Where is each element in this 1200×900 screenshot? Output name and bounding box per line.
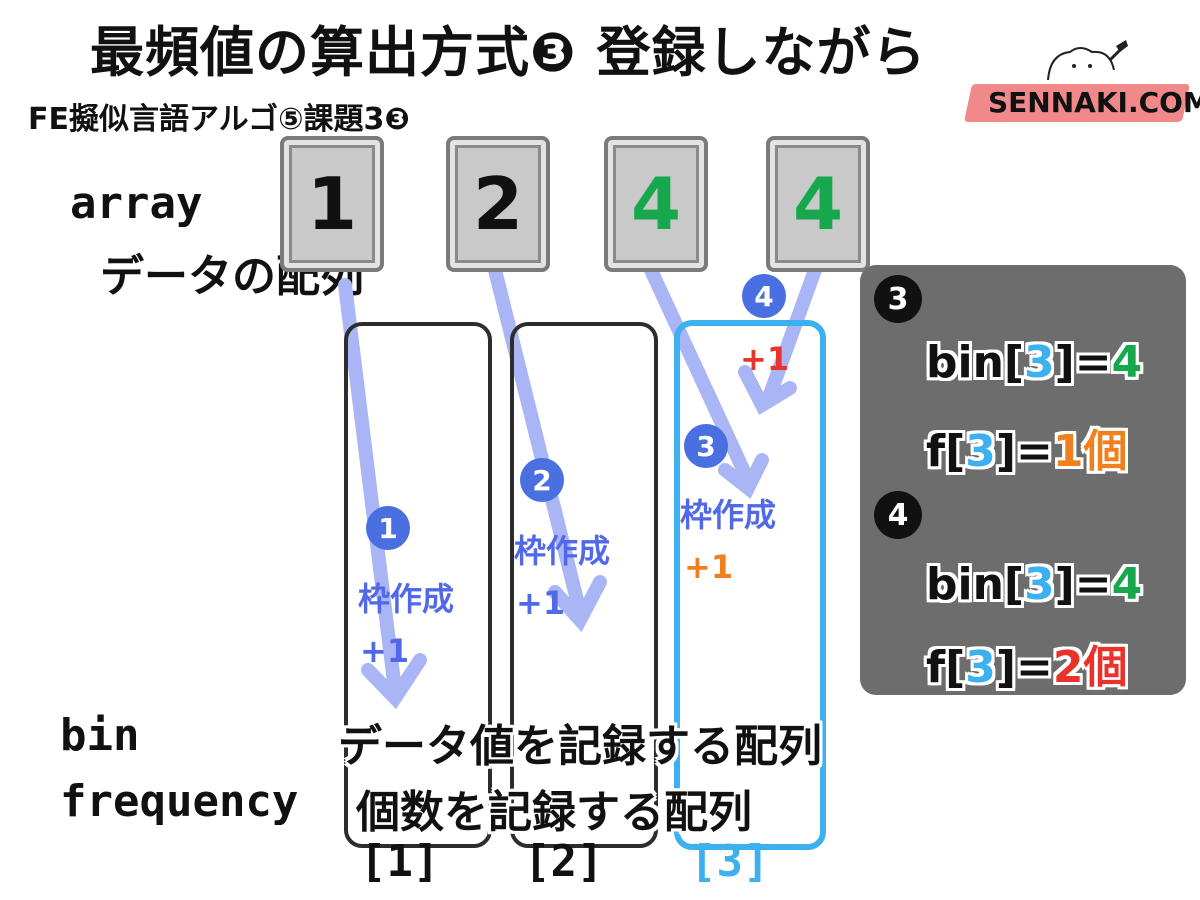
arrow-3 <box>643 261 755 487</box>
bin-box-2 <box>510 322 658 848</box>
step-3-make: 枠作成 <box>680 496 777 534</box>
step-4-plus: +1 <box>740 340 790 378</box>
frequency-description: 個数を記録する配列 <box>356 787 752 838</box>
step-4-badge: 4 <box>742 274 786 318</box>
step-2-make: 枠作成 <box>514 532 611 570</box>
bin-description: データ値を記録する配列 <box>338 721 822 772</box>
arrow-1 <box>338 278 402 697</box>
card-3-value: 4 <box>630 162 682 246</box>
panel-step-4-badge: 4 <box>874 491 922 539</box>
panel-step-3-bin: bin[3]=4 <box>926 337 1143 388</box>
arrow-3-head <box>718 453 769 499</box>
arrow-4-head <box>738 365 797 415</box>
card-4: 4 <box>766 136 870 272</box>
step-3-badge: 3 <box>684 424 728 468</box>
arrow-4 <box>761 263 822 407</box>
arrow-2 <box>488 263 587 619</box>
card-1: 1 <box>280 136 384 272</box>
step-1-badge: 1 <box>366 506 410 550</box>
step-1-plus: +1 <box>360 632 410 670</box>
bin-label: bin <box>60 710 140 761</box>
step-1-make: 枠作成 <box>358 580 455 618</box>
mascot-icon <box>1047 40 1128 81</box>
step-3-plus: +1 <box>684 548 734 586</box>
panel-step-3-badge: 3 <box>874 275 922 323</box>
card-2: 2 <box>446 136 550 272</box>
panel-step-4-bin: bin[3]=4 <box>926 559 1143 610</box>
card-2-value: 2 <box>472 162 524 246</box>
result-panel: 3 bin[3]=4 f[3]=1個 4 bin[3]=4 f[3]=2個 <box>860 265 1186 695</box>
bin-box-1 <box>344 322 492 848</box>
logo-text: SENNAKI.COM <box>988 86 1200 119</box>
page-title: 最頻値の算出方式❸ 登録しながら <box>90 21 927 84</box>
arrow-1-head <box>361 653 427 710</box>
step-2-badge: 2 <box>520 458 564 502</box>
card-4-value: 4 <box>792 162 844 246</box>
frequency-label: frequency <box>60 776 299 827</box>
arrow-2-head <box>548 575 607 633</box>
index-3: [3] <box>690 836 770 887</box>
index-2: [2] <box>524 836 604 887</box>
bin-box-3 <box>674 320 826 850</box>
card-3: 4 <box>604 136 708 272</box>
panel-step-4-frequency: f[3]=2個 <box>926 642 1128 693</box>
panel-step-3-frequency: f[3]=1個 <box>926 426 1128 477</box>
array-label: array <box>70 178 203 229</box>
step-2-plus: +1 <box>516 584 566 622</box>
index-1: [1] <box>360 836 440 887</box>
page-subtitle: FE擬似言語アルゴ⑤課題3❸ <box>28 102 410 137</box>
card-1-value: 1 <box>306 162 358 246</box>
